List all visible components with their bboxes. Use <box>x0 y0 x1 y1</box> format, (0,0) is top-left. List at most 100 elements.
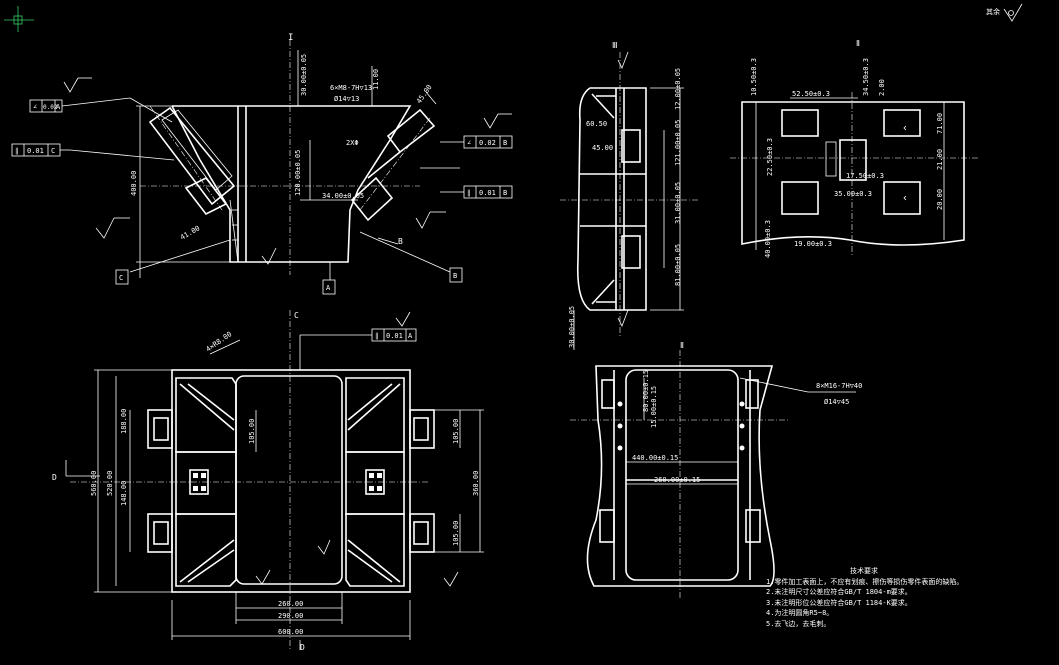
gdt-ref: A <box>408 332 413 340</box>
dim-label: 52.50±0.3 <box>792 90 830 98</box>
roughness-symbol-icon <box>1003 3 1023 22</box>
dim-label: 400.00 <box>130 171 138 196</box>
gdt-ref: B <box>503 189 507 197</box>
dim-label: 81.00±0.05 <box>674 244 682 286</box>
dim-label: 17.50±0.3 <box>846 172 884 180</box>
dim-label: 8×M16-7H▽40 <box>816 382 862 390</box>
datum-label: C <box>119 274 123 282</box>
dim-label: 22.50±0.3 <box>766 138 774 176</box>
leader-lines <box>60 97 464 370</box>
dim-label: 260.00 <box>278 600 303 608</box>
gdt-ref: C <box>51 147 55 155</box>
roughness-mark-icon <box>63 51 629 587</box>
right-view: Ⅱ <box>730 39 980 256</box>
datum-label: B <box>453 272 457 280</box>
dim-label: 2XΦ <box>346 139 359 147</box>
gdt-symbol: ∠ <box>467 139 471 147</box>
gdt-value: 0.02 <box>479 139 496 147</box>
dim-label: 60.50 <box>586 120 607 128</box>
view-label: C <box>294 311 299 320</box>
dim-label: 15.00±0.15 <box>650 386 658 428</box>
dim-label: 30.00±0.05 <box>300 54 308 96</box>
front-section-view <box>69 40 460 282</box>
plan-view-dimensions: C D D 4×R8.00 188.00 148.00 560.00 520.0… <box>52 311 480 652</box>
section-label: I <box>288 33 293 43</box>
dim-label: 12.00±0.05 <box>674 68 682 110</box>
right-view-dimensions: 10.50±0.3 52.50±0.3 34.50±0.3 22.50±0.3 … <box>750 58 944 258</box>
tech-req-item: 2.未注明尺寸公差应符合GB/T 1804-m要求。 <box>766 588 912 596</box>
tech-req-item: 1.零件加工表面上，不应有划痕、擦伤等损伤零件表面的缺陷。 <box>766 577 964 586</box>
lower-right-view: Ⅱ <box>570 341 856 600</box>
dim-label: 30.00±0.05 <box>568 306 576 348</box>
dim-label: 120.00±0.05 <box>294 150 302 196</box>
gdt-ref: A <box>56 103 61 111</box>
roughness-default-label: 其余 <box>986 8 1000 16</box>
dim-label: 80.00±0.15 <box>642 370 650 412</box>
dim-label: 2.00 <box>878 79 886 96</box>
technical-requirements: 技术要求 1.零件加工表面上，不应有划痕、擦伤等损伤零件表面的缺陷。 2.未注明… <box>766 566 1006 629</box>
gdt-symbol: ∥ <box>467 189 471 197</box>
tolerance-frame: ∠ 0.02 B <box>463 135 513 149</box>
dim-label: 148.00 <box>120 481 128 506</box>
dim-label: 19.00±0.3 <box>794 240 832 248</box>
tolerance-frame: ∥ 0.01 C <box>11 143 61 157</box>
tolerance-frame: ∠ 0.02 A <box>29 99 63 113</box>
dim-label: 188.00 <box>120 409 128 434</box>
dim-label: 520.00 <box>106 471 114 496</box>
datum-label: A <box>326 284 331 292</box>
dim-label: 35.00±0.3 <box>834 190 872 198</box>
tolerance-frame: ∥ 0.01 B <box>463 185 513 199</box>
dim-label: 600.00 <box>278 628 303 636</box>
tech-req-item: 3.未注明形位公差应符合GB/T 1184-K要求。 <box>766 598 912 607</box>
tolerance-frame: ∥ 0.01 A <box>371 328 417 342</box>
tech-req-item: 4.为注明圆角R5~8。 <box>766 609 834 617</box>
gdt-symbol: ∥ <box>15 147 19 155</box>
dim-label: 121.00±0.05 <box>674 120 682 166</box>
tech-req-item: 5.去飞边，去毛刺。 <box>766 619 831 628</box>
view-label: D <box>52 473 57 482</box>
view-label: Ⅱ <box>856 39 860 48</box>
datum-box-b: B <box>449 267 463 283</box>
gdt-ref: B <box>503 139 507 147</box>
arrow-label: B <box>398 237 403 246</box>
dim-label: 260.00±0.15 <box>654 476 700 484</box>
dim-label: Ø14▽45 <box>824 398 849 406</box>
gdt-value: 0.02 <box>43 104 58 111</box>
dim-label: 34.00±0.05 <box>322 192 364 200</box>
dim-label: 34.50±0.3 <box>862 58 870 96</box>
lower-right-dimensions: 8×M16-7H▽40 Ø14▽45 80.00±0.15 15.00±0.15… <box>632 370 862 484</box>
ucs-cursor-icon <box>4 6 34 32</box>
dim-label: 290.00 <box>278 612 303 620</box>
dim-label: 6×M8-7H▽13 <box>330 84 372 92</box>
gdt-value: 0.01 <box>479 189 496 197</box>
dim-label: 105.00 <box>452 521 460 546</box>
view-label: D <box>300 643 305 652</box>
plan-view <box>65 310 484 650</box>
datum-box-a: A <box>322 279 336 295</box>
dim-label: 105.00 <box>248 419 256 444</box>
gdt-value: 0.01 <box>27 147 44 155</box>
view-label: Ⅲ <box>612 41 618 50</box>
dim-label: 31.00±0.05 <box>674 182 682 224</box>
dim-label: 560.00 <box>90 471 98 496</box>
gdt-symbol: ∥ <box>375 332 379 340</box>
dim-label: 10.50±0.3 <box>750 58 758 96</box>
dim-label: 41.00 <box>179 224 201 241</box>
view-label: Ⅱ <box>680 341 684 350</box>
front-view-dimensions: 30.00±0.05 11.00 6×M8-7H▽13 Ø14▽13 120.0… <box>130 33 434 246</box>
side-view-dimensions: Ⅲ 60.50 45.00 12.00±0.05 121.00±0.05 31.… <box>568 41 682 348</box>
datum-box-c: C <box>115 269 129 285</box>
dim-label: 40.00±0.3 <box>764 220 772 258</box>
dim-label: 71.00 <box>936 113 944 134</box>
dim-label: 11.00 <box>372 69 380 90</box>
dim-label: 440.00±0.15 <box>632 454 678 462</box>
gdt-symbol: ∠ <box>33 103 37 111</box>
dim-label: 45.00 <box>592 144 613 152</box>
dim-label: 20.00 <box>936 189 944 210</box>
dim-label: 21.00 <box>936 149 944 170</box>
dim-label: 105.00 <box>452 419 460 444</box>
dim-label: 45.00 <box>415 83 434 105</box>
dim-label: 360.00 <box>472 471 480 496</box>
side-view <box>560 52 700 350</box>
